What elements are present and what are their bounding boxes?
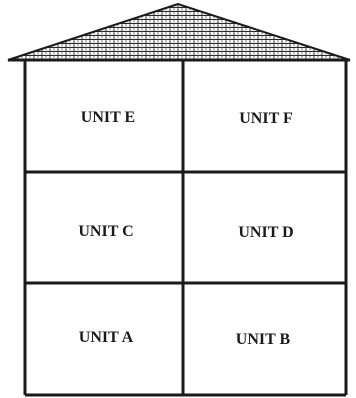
unit-a-label: UNIT A <box>79 329 134 346</box>
unit-c-label: UNIT C <box>78 223 133 240</box>
unit-b-label: UNIT B <box>236 331 291 348</box>
unit-d-label: UNIT D <box>238 224 293 241</box>
roof <box>8 4 350 60</box>
unit-f-label: UNIT F <box>239 110 293 127</box>
unit-e-label: UNIT E <box>81 109 135 126</box>
